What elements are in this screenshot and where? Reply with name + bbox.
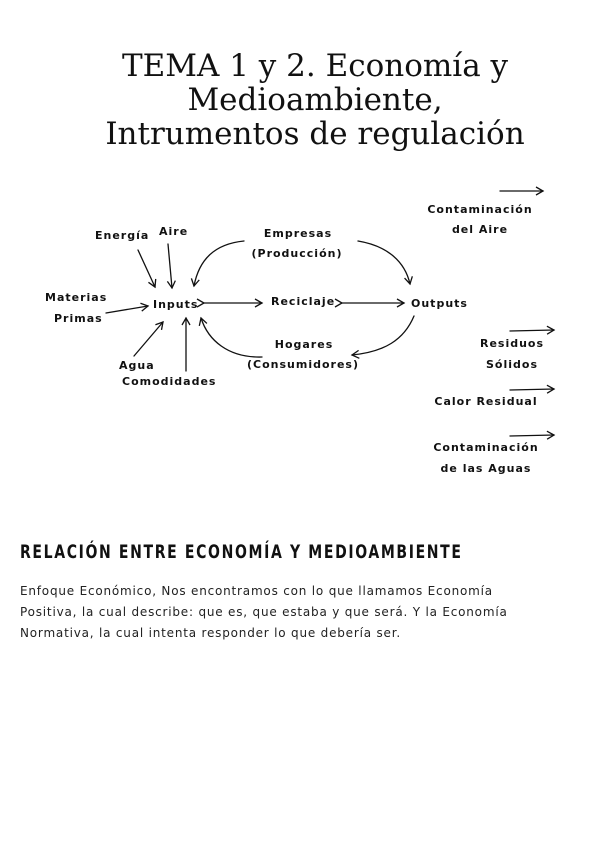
label-hogares: Hogares	[275, 338, 334, 351]
page-title: TEMA 1 y 2. Economía y Medioambiente, In…	[20, 49, 599, 151]
title-line-1: TEMA 1 y 2. Economía y	[121, 47, 509, 84]
economy-environment-diagram: Energía Aire Empresas (Producción) Mater…	[45, 186, 556, 475]
arrow-aire-inputs	[166, 243, 176, 290]
label-energia: Energía	[95, 229, 149, 242]
arrow-empresas-outputs	[357, 240, 413, 286]
label-residuos-2: Sólidos	[486, 358, 538, 371]
label-calor: Calor Residual	[434, 395, 537, 408]
label-primas: Primas	[54, 312, 103, 325]
section-paragraph: Enfoque Económico, Nos encontramos con l…	[20, 581, 580, 644]
arrow-residuos	[509, 325, 556, 335]
arrow-hogares-inputs	[198, 316, 263, 358]
arrow-materias-inputs	[105, 302, 150, 314]
label-residuos-1: Residuos	[480, 337, 544, 350]
paragraph-line-1: Enfoque Económico, Nos encontramos con l…	[20, 584, 493, 598]
label-materias: Materias	[45, 291, 107, 304]
title-line-2: Medioambiente,	[187, 81, 443, 118]
label-consumidores: (Consumidores)	[247, 358, 359, 371]
paragraph-line-3: Normativa, la cual intenta responder lo …	[20, 626, 401, 640]
label-contaminacion-aguas-2: de las Aguas	[441, 462, 532, 475]
label-reciclaje: Reciclaje	[271, 295, 335, 308]
paragraph-line-2: Positiva, la cual describe: que es, que …	[20, 605, 508, 619]
arrow-agua-inputs	[133, 321, 164, 357]
label-empresas: Empresas	[264, 227, 332, 240]
arrow-outputs-hogares	[350, 315, 415, 359]
arrow-calor	[509, 384, 556, 394]
arrow-energia-inputs	[137, 249, 157, 289]
arrow-contaminacion-aguas	[509, 430, 556, 440]
label-contaminacion-aire-1: Contaminación	[427, 203, 532, 216]
label-contaminacion-aguas-1: Contaminación	[433, 441, 538, 454]
label-produccion: (Producción)	[251, 247, 342, 260]
label-outputs: Outputs	[411, 297, 468, 310]
label-contaminacion-aire-2: del Aire	[452, 223, 508, 236]
section-heading: RELACIÓN ENTRE ECONOMÍA Y MEDIOAMBIENTE	[20, 541, 463, 563]
title-line-3: Intrumentos de regulación	[105, 115, 525, 152]
label-comodidades: Comodidades	[122, 375, 216, 388]
label-inputs: Inputs	[153, 298, 198, 311]
label-aire: Aire	[159, 225, 188, 238]
label-agua: Agua	[119, 359, 155, 372]
arrow-empresas-inputs	[190, 240, 245, 288]
